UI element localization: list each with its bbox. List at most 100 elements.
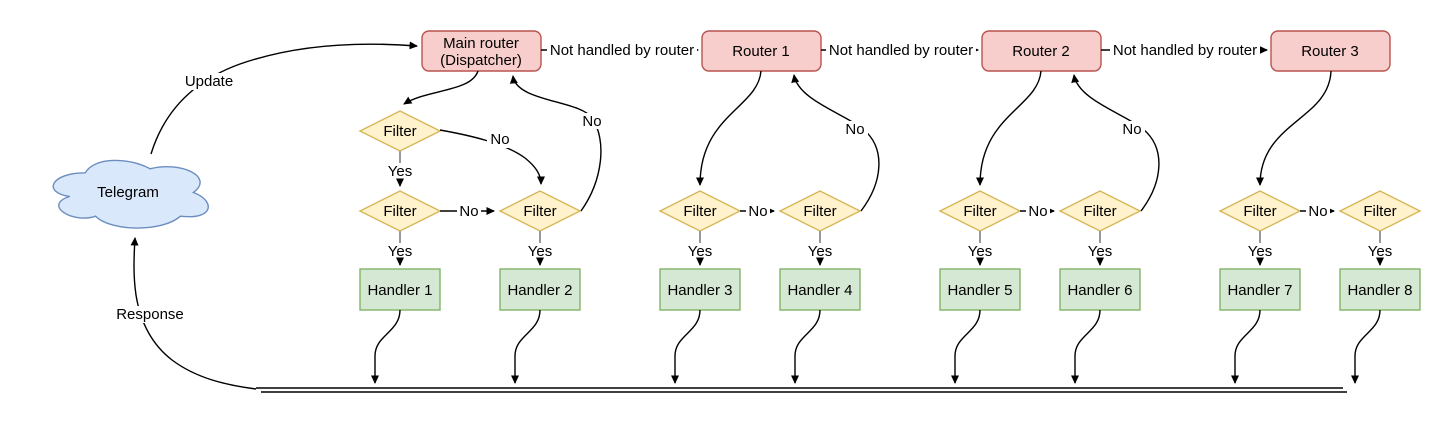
no-label-bg <box>842 121 868 137</box>
router-3-group: Router 3 <box>1270 30 1391 72</box>
r3-filters-no-edge: No <box>1300 203 1335 220</box>
router-3-label: Router 3 <box>1301 43 1359 60</box>
filter-node-main-top: Filter <box>358 110 442 152</box>
handler-2-out-edge <box>511 309 541 384</box>
no-label-bg <box>1306 203 1330 219</box>
handler-4-group: Handler 4 <box>779 268 861 384</box>
update-label-bg <box>182 73 236 90</box>
no-label: No <box>1028 203 1047 220</box>
main-router-group: Main router (Dispatcher) <box>421 30 542 72</box>
handler-4-out-edge <box>791 309 821 384</box>
no-label-bg <box>1026 203 1050 219</box>
response-label: Response <box>116 306 184 323</box>
handler-3-out-edge <box>671 309 701 384</box>
filter-label: Filter <box>383 123 416 140</box>
handler-7-group: Handler 7 <box>1219 268 1301 384</box>
yes-label: Yes <box>688 243 712 260</box>
handler-8-label: Handler 8 <box>1347 282 1412 299</box>
response-edge <box>130 237 257 390</box>
r1-return-no-edge: No <box>791 74 880 212</box>
handler-6-node <box>1059 268 1141 311</box>
handler-8-node <box>1339 268 1421 311</box>
not-handled-label-2: Not handled by router <box>829 42 973 59</box>
main-router-label-line1: Main router <box>443 35 519 52</box>
telegram-cloud-group: Telegram <box>52 159 209 229</box>
update-label: Update <box>185 73 233 90</box>
handler-7-out-edge <box>1231 309 1261 384</box>
no-return-curve <box>509 75 602 212</box>
no-label: No <box>459 203 478 220</box>
filter-node-r1-right: Filter <box>778 190 862 232</box>
r2-filters-no-edge: No <box>1020 203 1055 220</box>
no-label-bg <box>746 203 770 219</box>
no-label-bg <box>457 203 481 219</box>
yes-label: Yes <box>1248 243 1272 260</box>
filter-node-r3-right: Filter <box>1338 190 1422 232</box>
router-1-label: Router 1 <box>732 43 790 60</box>
no-label: No <box>1122 121 1141 138</box>
filter-node-r2-left: Filter <box>938 190 1022 232</box>
handler-6-group: Handler 6 <box>1059 268 1141 384</box>
handler-3-group: Handler 3 <box>659 268 741 384</box>
filter-node-main-left: Filter <box>358 190 442 232</box>
r1-filters-no-edge: No <box>740 203 775 220</box>
no-label: No <box>582 113 601 130</box>
main-router-label-line2: (Dispatcher) <box>440 52 522 69</box>
yes-label: Yes <box>1368 243 1392 260</box>
yes-edges-row: Yes Yes Yes Yes Yes Yes Yes Yes <box>388 231 1392 266</box>
handler-7-label: Handler 7 <box>1227 282 1292 299</box>
not-handled-edge-3: Not handled by router <box>1101 42 1268 59</box>
router-1-to-filter-edge <box>696 70 762 186</box>
filter-node-r3-left: Filter <box>1218 190 1302 232</box>
router-3-to-filter-edge <box>1256 70 1332 186</box>
handler-2-group: Handler 2 <box>499 268 581 384</box>
handler-4-node <box>779 268 861 311</box>
collector-line <box>256 387 1347 393</box>
handler-8-out-edge <box>1351 309 1381 384</box>
handler-1-group: Handler 1 <box>359 268 441 384</box>
filter-label: Filter <box>383 203 416 220</box>
handler-5-out-edge <box>951 309 981 384</box>
router-2-label: Router 2 <box>1012 43 1070 60</box>
no-curve <box>439 129 545 185</box>
handler-6-label: Handler 6 <box>1067 282 1132 299</box>
router-1-group: Router 1 <box>701 30 822 72</box>
no-label: No <box>1308 203 1327 220</box>
yes-label: Yes <box>808 243 832 260</box>
main-filters-no-edge: No <box>440 203 495 220</box>
no-label-bg <box>1119 121 1145 137</box>
not-handled-edge-1: Not handled by router <box>541 42 699 59</box>
update-edge <box>150 41 418 155</box>
handler-2-node <box>499 268 581 311</box>
handler-6-out-edge <box>1071 309 1101 384</box>
filter-label: Filter <box>1243 203 1276 220</box>
not-handled-edge-2: Not handled by router <box>821 42 979 59</box>
filter-label: Filter <box>963 203 996 220</box>
handler-4-label: Handler 4 <box>787 282 852 299</box>
router-2-node <box>981 30 1102 72</box>
no-return-curve <box>791 74 880 212</box>
handler-1-label: Handler 1 <box>367 282 432 299</box>
update-edge-group: Update <box>150 41 418 155</box>
handler-5-group: Handler 5 <box>939 268 1021 384</box>
no-label: No <box>490 131 509 148</box>
yes-label: Yes <box>968 243 992 260</box>
filter-diamond <box>498 190 582 232</box>
not-handled-label-bg-1 <box>547 42 697 58</box>
filter-diamond <box>778 190 862 232</box>
r2-return-no-edge: No <box>1071 74 1160 212</box>
router-2-to-filter-edge <box>976 70 1042 186</box>
main-return-no-edge: No <box>509 75 605 212</box>
handler-3-label: Handler 3 <box>667 282 732 299</box>
handler-1-node <box>359 268 441 311</box>
telegram-label: Telegram <box>97 184 159 201</box>
filter-node-r1-left: Filter <box>658 190 742 232</box>
filter-label: Filter <box>683 203 716 220</box>
not-handled-label-1: Not handled by router <box>550 42 694 59</box>
filter-label: Filter <box>1363 203 1396 220</box>
yes-label: Yes <box>388 163 412 180</box>
no-return-curve <box>1071 74 1160 212</box>
not-handled-label-3: Not handled by router <box>1113 42 1257 59</box>
